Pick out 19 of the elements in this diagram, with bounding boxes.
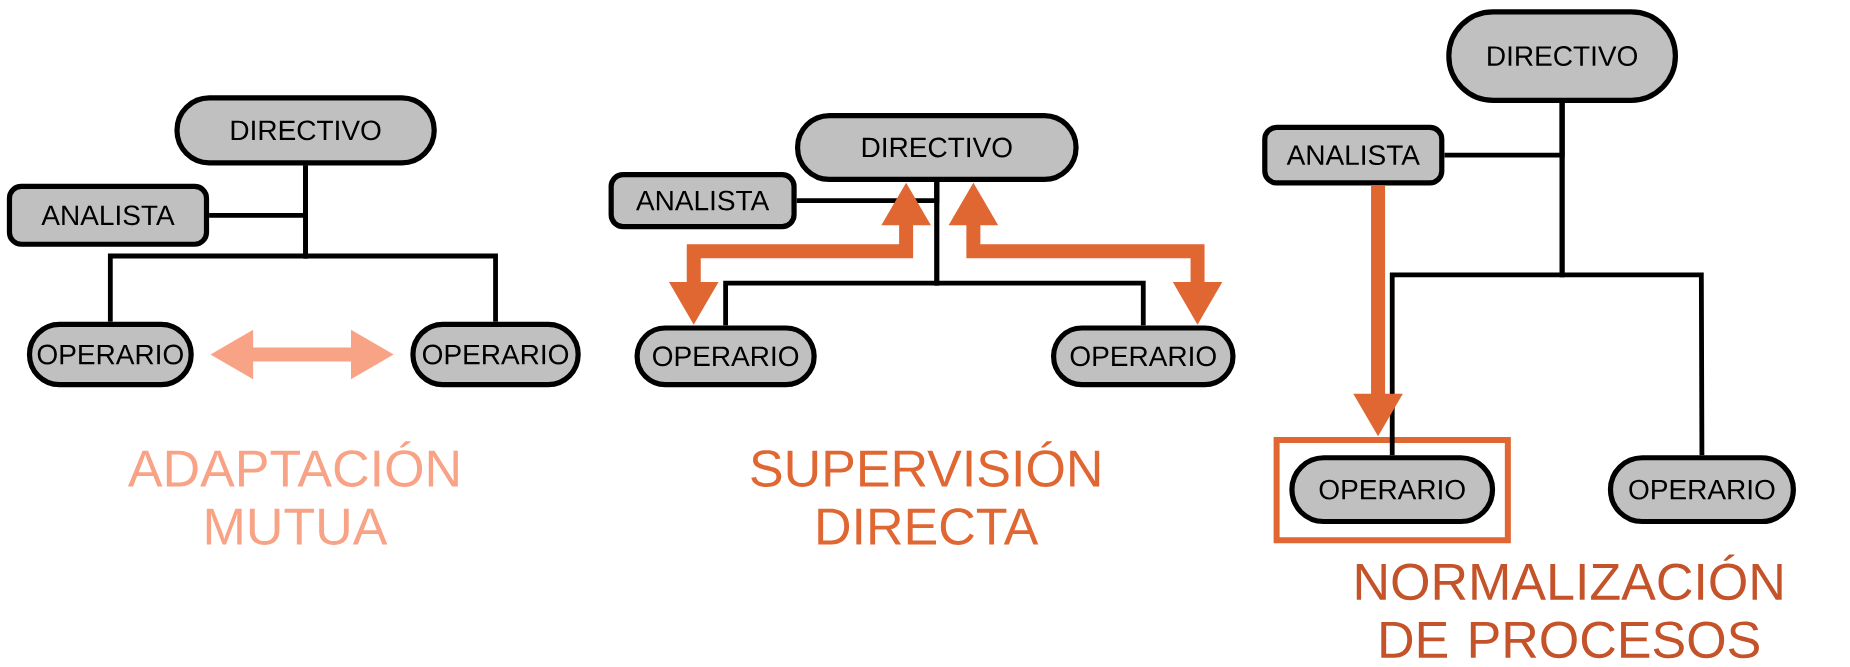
pill-box: OPERARIO xyxy=(1289,455,1496,525)
pill-box: DIRECTIVO xyxy=(795,113,1079,183)
panel-title: NORMALIZACIÓN DE PROCESOS xyxy=(1356,554,1782,659)
pill-box: OPERARIO xyxy=(410,322,581,388)
pill-box: OPERARIO xyxy=(1051,325,1236,388)
pill-box: OPERARIO xyxy=(26,322,194,388)
rounded-box: ANALISTA xyxy=(6,184,210,248)
pill-box: DIRECTIVO xyxy=(1446,9,1678,104)
highlight-frame xyxy=(1273,437,1511,544)
panel-title: ADAPTACIÓN MUTUA xyxy=(127,441,458,546)
pill-box: DIRECTIVO xyxy=(174,95,437,166)
pill-box: OPERARIO xyxy=(634,325,817,388)
rounded-box: ANALISTA xyxy=(608,172,797,230)
rounded-box: ANALISTA xyxy=(1262,125,1445,186)
connector-line xyxy=(796,182,940,204)
panel-title: SUPERVISIÓN DIRECTA xyxy=(751,441,1100,546)
connector-line xyxy=(209,165,308,218)
connector-line xyxy=(1444,103,1565,158)
pill-box: OPERARIO xyxy=(1607,455,1796,525)
